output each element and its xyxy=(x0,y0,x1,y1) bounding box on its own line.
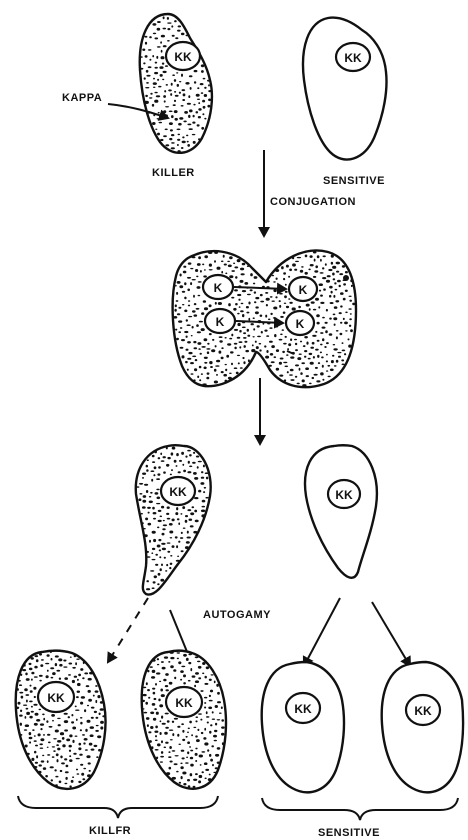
sensitive-label-bottom: SENSITIVE xyxy=(318,827,380,839)
nucleus-bottom-sensitive-2-label: KK xyxy=(414,704,432,718)
sensitive-cell-bottom-2: KK xyxy=(382,662,463,792)
sensitive-cell-bottom-1: KK xyxy=(262,662,344,792)
autogamy-label: AUTOGAMY xyxy=(203,609,271,621)
sensitive-cell-middle-outline xyxy=(305,445,377,578)
killer-cell-bottom-1: KK xyxy=(15,651,106,789)
nucleus-top-killer-label: KK xyxy=(174,50,192,64)
killer-label-bottom: KILLFR xyxy=(89,825,131,837)
killer-bracket xyxy=(18,796,218,818)
autogamy-arrow-sensitive-right xyxy=(372,602,410,666)
kappa-label: KAPPA xyxy=(62,92,102,104)
killer-label-top: KILLER xyxy=(152,167,195,179)
killer-cell-bottom-1-outline xyxy=(16,651,106,789)
cell-mark xyxy=(343,275,349,281)
nucleus-conj-left-2-label: K xyxy=(216,315,225,329)
killer-cell-bottom-2: KK xyxy=(141,651,226,789)
nucleus-middle-sensitive-label: KK xyxy=(335,488,353,502)
autogamy-arrow-killer-left xyxy=(108,598,148,662)
conjugation-label: CONJUGATION xyxy=(270,196,356,208)
nucleus-top-sensitive-label: KK xyxy=(344,51,362,65)
nucleus-middle-killer-label: KK xyxy=(169,485,187,499)
sensitive-cell-bottom-2-outline xyxy=(382,662,463,792)
sensitive-cell-top: KK xyxy=(303,18,387,160)
sensitive-cell-bottom-1-outline xyxy=(262,662,344,792)
killer-cell-top: KK xyxy=(139,14,212,153)
killer-cell-middle: KK xyxy=(136,445,211,594)
sensitive-label-top: SENSITIVE xyxy=(323,175,385,187)
nucleus-bottom-killer-1-label: KK xyxy=(47,691,65,705)
nucleus-conj-right-2-label: K xyxy=(296,317,305,331)
nucleus-bottom-sensitive-1-label: KK xyxy=(294,702,312,716)
sensitive-cell-top-outline xyxy=(303,18,387,160)
conjugating-pair: K K K K xyxy=(173,250,356,387)
sensitive-bracket xyxy=(262,798,458,820)
autogamy-arrow-sensitive-left xyxy=(304,598,340,666)
nucleus-bottom-killer-2-label: KK xyxy=(175,696,193,710)
sensitive-cell-middle: KK xyxy=(305,445,377,578)
nucleus-conj-left-1-label: K xyxy=(214,281,223,295)
nucleus-conj-right-1-label: K xyxy=(299,283,308,297)
